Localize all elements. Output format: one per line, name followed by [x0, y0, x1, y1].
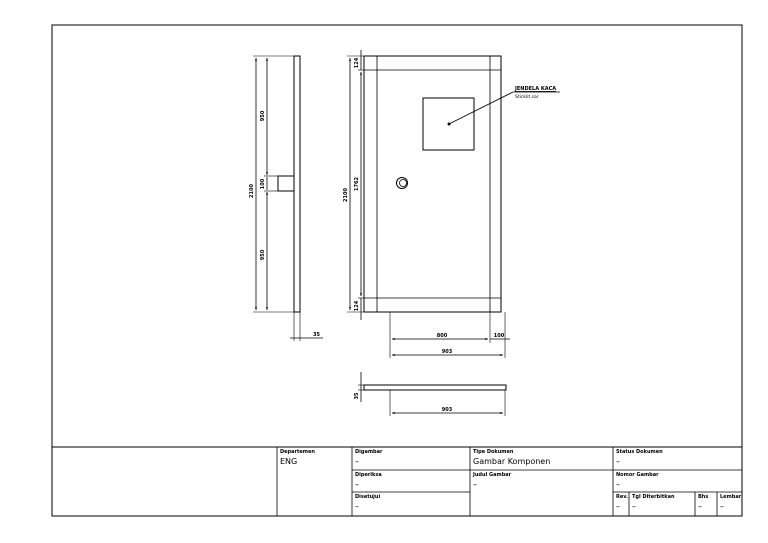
- annotation-title: JENDELA KACA: [514, 86, 556, 92]
- bhs-label: Bhs: [698, 494, 709, 500]
- dim-front-stile-width: 100: [494, 333, 505, 339]
- cell-status-dokumen: Status Dokumen –: [613, 447, 742, 470]
- rev-value: –: [616, 502, 620, 511]
- cell-tipe-dokumen: Tipe Dokumen Gambar Komponen: [470, 447, 613, 470]
- disetujui-value: –: [355, 502, 359, 511]
- status-dokumen-value: –: [616, 457, 620, 466]
- disetujui-label: Disetujui: [355, 494, 381, 500]
- dim-side-middle: 100: [260, 178, 266, 189]
- side-view-handle: [277, 175, 295, 192]
- lembar-label: Lembar: [720, 494, 742, 500]
- digambar-label: Digambar: [355, 449, 383, 455]
- dim-plan-width: 903: [442, 407, 453, 413]
- tipe-dokumen-label: Tipe Dokumen: [473, 449, 514, 455]
- dim-side-upper: 950: [260, 110, 266, 121]
- lembar-value: –: [720, 502, 724, 511]
- dim-plan-thickness: 35: [354, 392, 360, 399]
- front-view: JENDELA KACA Sticklit sar 2100 124 1762 …: [343, 50, 560, 358]
- cell-judul-gambar: Judul Gambar –: [470, 470, 613, 516]
- tgl-diterbitkan-label: Tgl Diterbitkan: [632, 494, 675, 500]
- judul-gambar-value: –: [473, 480, 477, 489]
- dim-front-total: 2100: [343, 188, 349, 202]
- dim-front-top-rail: 124: [354, 57, 360, 68]
- door-knob: [396, 177, 408, 189]
- cell-digambar: Digambar –: [352, 447, 470, 470]
- cell-rev: Rev. –: [613, 492, 629, 516]
- dim-side-total: 2100: [249, 184, 255, 198]
- annotation-leader: [448, 91, 514, 125]
- cell-diperiksa: Diperiksa –: [352, 470, 470, 492]
- rev-label: Rev.: [616, 494, 628, 500]
- diperiksa-value: –: [355, 480, 359, 489]
- bhs-value: –: [698, 502, 702, 511]
- cell-tgl-diterbitkan: Tgl Diterbitkan –: [629, 492, 695, 516]
- door-outline: [363, 55, 502, 313]
- annotation-subtitle: Sticklit sar: [515, 94, 539, 100]
- nomor-gambar-label: Nomor Gambar: [616, 472, 659, 478]
- cell-disetujui: Disetujui –: [352, 492, 470, 516]
- cell-nomor-gambar: Nomor Gambar –: [613, 470, 742, 492]
- title-block-grid: [52, 446, 742, 516]
- dim-front-panel-width: 800: [437, 333, 448, 339]
- dim-front-middle: 1762: [354, 177, 360, 191]
- glass-window: [422, 97, 475, 151]
- nomor-gambar-value: –: [616, 480, 620, 489]
- departemen-value: ENG: [280, 457, 298, 466]
- sheet-border: [51, 24, 743, 517]
- cell-departemen: Departemen ENG: [277, 447, 352, 516]
- judul-gambar-label: Judul Gambar: [473, 472, 512, 478]
- cell-lembar: Lembar –: [717, 492, 742, 516]
- dim-front-bottom-rail: 124: [354, 300, 360, 311]
- dim-side-lower: 950: [260, 249, 266, 260]
- diperiksa-label: Diperiksa: [355, 472, 382, 478]
- tipe-dokumen-value: Gambar Komponen: [473, 457, 551, 466]
- departemen-label: Departemen: [280, 449, 315, 455]
- side-view: 2100 950 100 950 35: [249, 55, 323, 341]
- tgl-diterbitkan-value: –: [632, 502, 636, 511]
- dim-front-overall-width: 903: [442, 349, 453, 355]
- door-plan-section: [363, 384, 507, 391]
- status-dokumen-label: Status Dokumen: [616, 449, 663, 455]
- plan-view: 35 903: [354, 372, 507, 416]
- cell-bhs: Bhs –: [695, 492, 717, 516]
- side-view-door-edge: [293, 55, 301, 313]
- digambar-value: –: [355, 457, 359, 466]
- dim-side-thickness: 35: [313, 332, 320, 338]
